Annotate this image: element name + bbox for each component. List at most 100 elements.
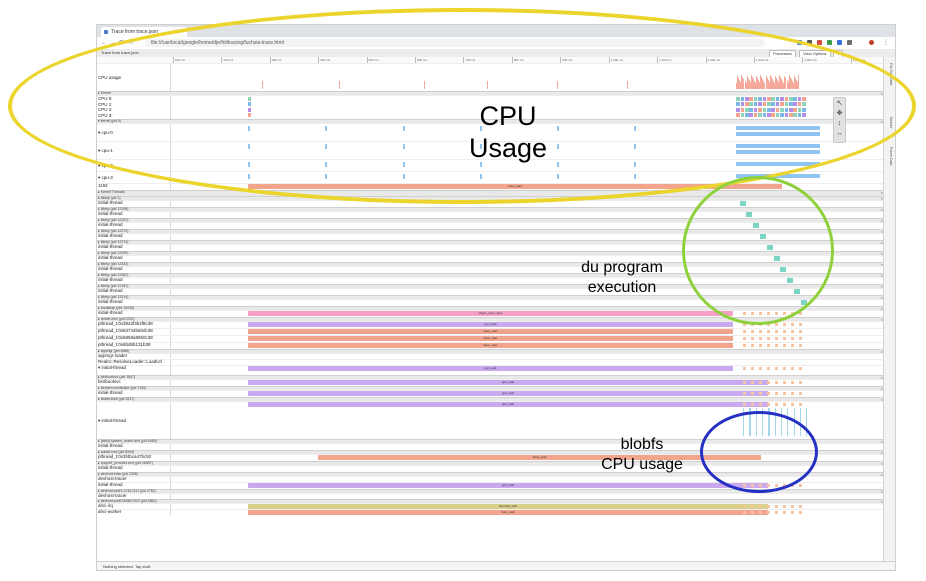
event-marker[interactable]	[743, 505, 747, 508]
event-marker[interactable]	[783, 392, 787, 395]
event-marker[interactable]	[767, 367, 771, 370]
process-header[interactable]: ▸ amber.cmx (pid 3752)×	[97, 317, 885, 322]
event-marker[interactable]	[799, 511, 803, 514]
thread-track[interactable]: devhost-tracer	[97, 476, 885, 482]
trace-slice[interactable]: port_wait	[248, 391, 768, 396]
close-track-icon[interactable]: ×	[880, 207, 883, 212]
event-marker[interactable]	[791, 344, 795, 347]
menu-icon[interactable]: ⋮	[883, 40, 889, 46]
event-marker[interactable]	[791, 403, 795, 406]
back-icon[interactable]: ←	[101, 40, 107, 46]
thread-track[interactable]: initial-thread	[97, 222, 885, 229]
event-marker[interactable]	[767, 337, 771, 340]
event-marker[interactable]	[759, 511, 763, 514]
event-marker[interactable]	[767, 403, 771, 406]
close-track-icon[interactable]: ×	[880, 284, 883, 289]
process-header[interactable]: ▸ bin/devcoordinator (pid 7150)×	[97, 386, 885, 391]
event-marker[interactable]	[783, 344, 787, 347]
event-marker[interactable]	[759, 403, 763, 406]
thread-track[interactable]: initial-thread	[97, 244, 885, 251]
trace-slice[interactable]: port_wait	[248, 366, 733, 371]
event-marker[interactable]	[767, 392, 771, 395]
event-marker[interactable]	[743, 344, 747, 347]
close-track-icon[interactable]: ×	[880, 273, 883, 278]
event-marker[interactable]	[751, 337, 755, 340]
close-track-icon[interactable]: ×	[880, 196, 883, 201]
event-marker[interactable]	[751, 330, 755, 333]
event-marker[interactable]	[743, 392, 747, 395]
event-marker[interactable]	[759, 344, 763, 347]
close-track-icon[interactable]: ×	[880, 499, 883, 504]
thread-track[interactable]: initial-thread	[97, 255, 885, 262]
event-marker[interactable]	[783, 330, 787, 333]
process-header[interactable]: ▸ blinky (pid 12274)×	[97, 240, 885, 245]
thread-track[interactable]: initial-thread	[97, 266, 885, 273]
process-header[interactable]: ▸ blinky (pid 12270)×	[97, 229, 885, 234]
side-tab-frame-data[interactable]: Frame Data	[889, 147, 893, 166]
event-marker[interactable]	[759, 392, 763, 395]
close-track-icon[interactable]: ×	[880, 317, 883, 322]
extension-icon[interactable]	[837, 40, 842, 45]
trace-slice[interactable]: port_wait	[248, 380, 768, 385]
event-marker[interactable]	[751, 403, 755, 406]
event-marker[interactable]	[767, 330, 771, 333]
trace-slice[interactable]: futex_wait	[248, 343, 733, 348]
process-header[interactable]: ▸ blinky (pid 12181)×	[97, 284, 885, 289]
profile-avatar[interactable]	[869, 40, 874, 45]
event-marker[interactable]	[783, 511, 787, 514]
process-header[interactable]: ▸ blinky (pid 12290)×	[97, 251, 885, 256]
event-marker[interactable]	[759, 337, 763, 340]
extension-icon[interactable]	[827, 40, 832, 45]
close-track-icon[interactable]: ×	[880, 450, 883, 455]
close-track-icon[interactable]: ×	[880, 190, 883, 195]
event-marker[interactable]	[767, 381, 771, 384]
thread-track[interactable]: initial-thread	[97, 211, 885, 218]
blobfs-cpu-spike[interactable]	[806, 408, 808, 436]
event-marker[interactable]	[783, 505, 787, 508]
event-marker[interactable]	[775, 330, 779, 333]
event-marker[interactable]	[791, 511, 795, 514]
event-marker[interactable]	[759, 381, 763, 384]
process-header[interactable]: ▸ blobfs:blob (pid 3417)×	[97, 397, 885, 402]
event-marker[interactable]	[743, 381, 747, 384]
extension-icon[interactable]	[817, 40, 822, 45]
thread-track[interactable]: devhost-tracer	[97, 493, 885, 499]
event-marker[interactable]	[799, 484, 803, 487]
event-marker[interactable]	[743, 367, 747, 370]
event-marker[interactable]	[767, 323, 771, 326]
process-header[interactable]: ▸ devhost:misc (pid 2308)×	[97, 472, 885, 477]
event-marker[interactable]	[799, 344, 803, 347]
close-track-icon[interactable]: ×	[880, 386, 883, 391]
event-marker[interactable]	[783, 367, 787, 370]
event-marker[interactable]	[759, 367, 763, 370]
event-marker[interactable]	[743, 330, 747, 333]
trace-slice[interactable]: port_wait	[248, 483, 768, 488]
event-marker[interactable]	[791, 323, 795, 326]
event-marker[interactable]	[775, 344, 779, 347]
event-marker[interactable]	[751, 505, 755, 508]
close-track-icon[interactable]: ×	[880, 489, 883, 494]
process-header[interactable]: ▸ blinky (pid 12222)×	[97, 218, 885, 223]
event-marker[interactable]	[775, 403, 779, 406]
thread-track[interactable]: initial-thread	[97, 277, 885, 284]
event-marker[interactable]	[791, 330, 795, 333]
event-marker[interactable]	[775, 337, 779, 340]
event-marker[interactable]	[783, 323, 787, 326]
event-marker[interactable]	[751, 392, 755, 395]
event-marker[interactable]	[743, 511, 747, 514]
event-marker[interactable]	[743, 323, 747, 326]
trace-slice[interactable]: futex_wait	[248, 510, 768, 515]
event-marker[interactable]	[775, 511, 779, 514]
event-marker[interactable]	[751, 511, 755, 514]
thread-track[interactable]: initial-thread	[97, 233, 885, 240]
close-track-icon[interactable]: ×	[880, 397, 883, 402]
thread-track[interactable]: initial-thread	[97, 465, 885, 472]
close-track-icon[interactable]: ×	[880, 461, 883, 466]
trace-slice[interactable]: port_wait	[248, 322, 733, 327]
event-marker[interactable]	[743, 403, 747, 406]
thread-track[interactable]: initial-thread	[97, 443, 885, 450]
event-marker[interactable]	[799, 312, 803, 315]
close-track-icon[interactable]: ×	[880, 251, 883, 256]
event-marker[interactable]	[775, 367, 779, 370]
event-marker[interactable]	[767, 344, 771, 347]
